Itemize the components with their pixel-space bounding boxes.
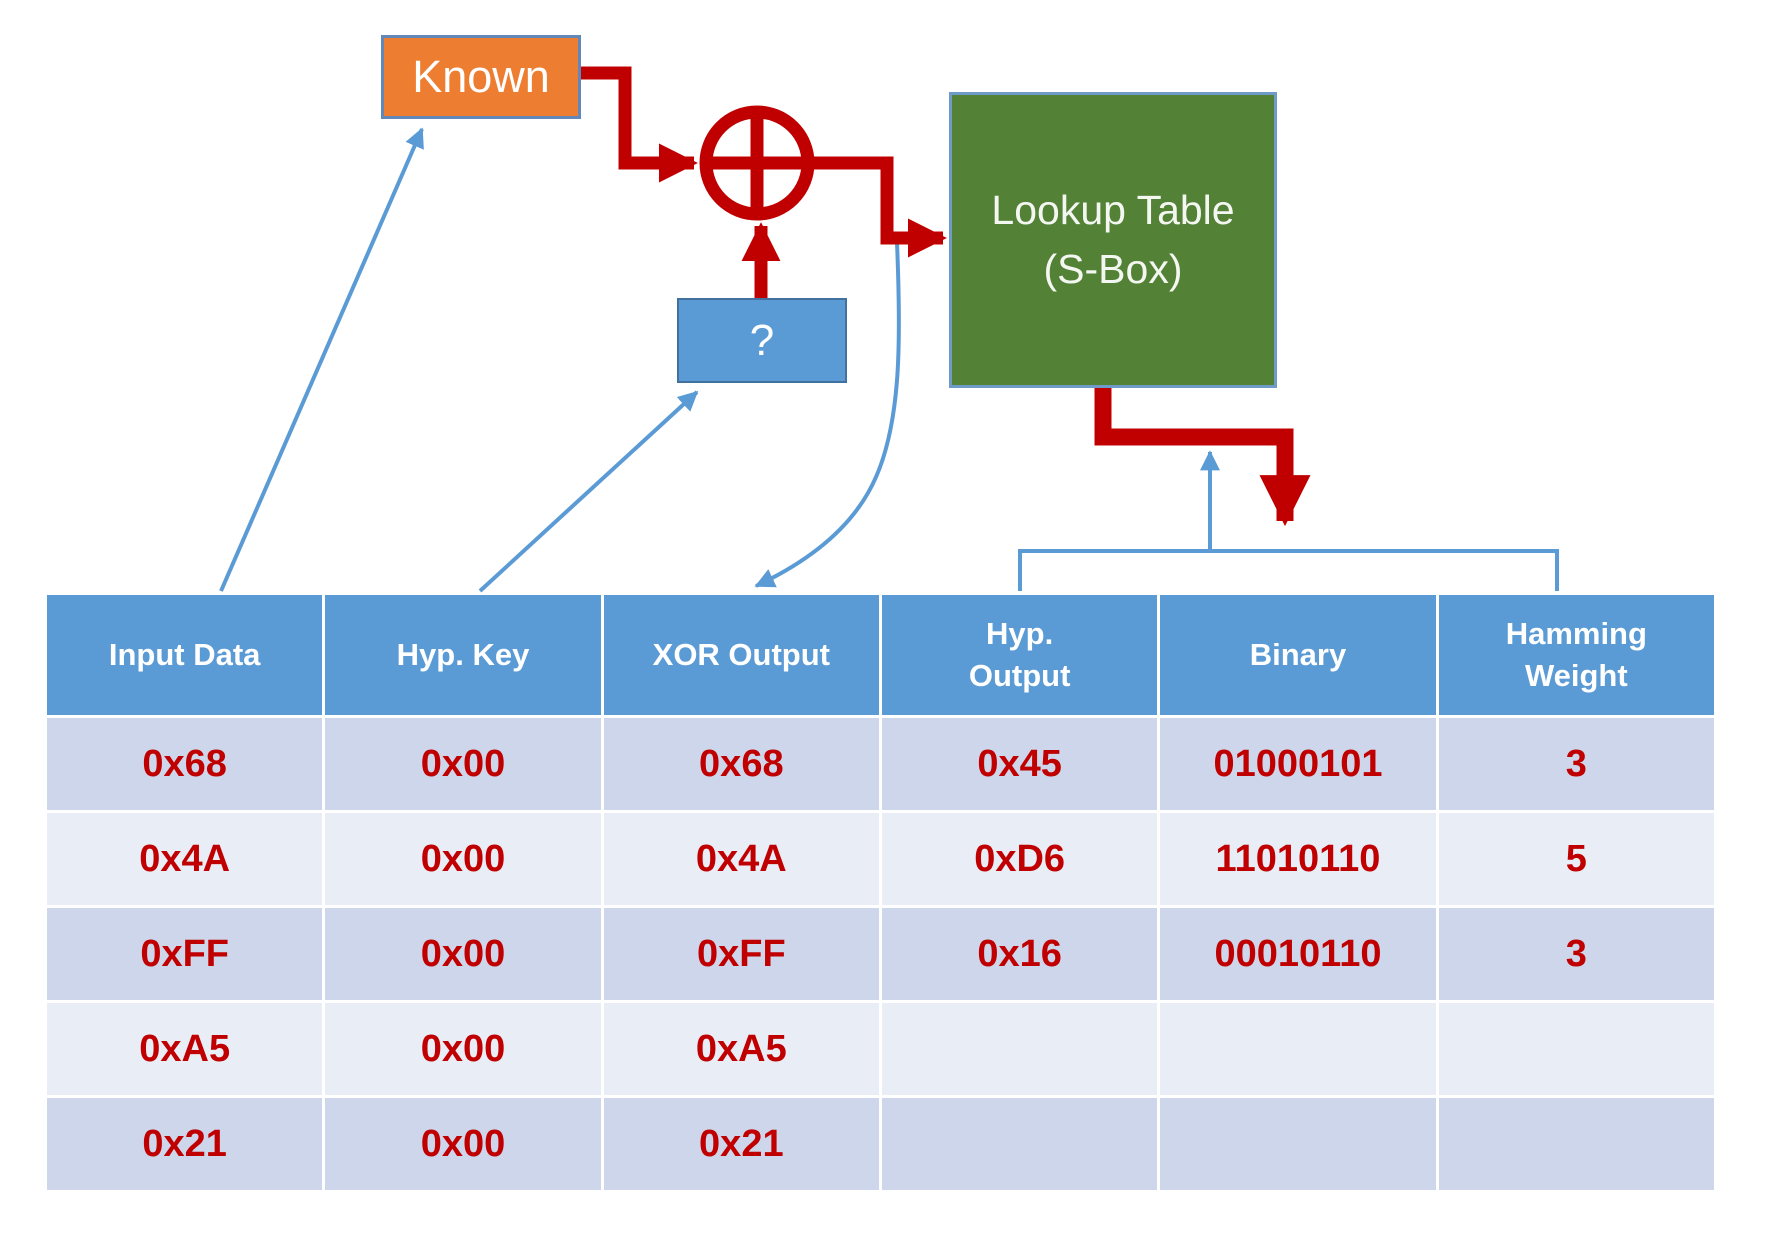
blue-arrow-sboxinput-to-xoroutput bbox=[754, 242, 901, 588]
table-cell: 0x00 bbox=[325, 908, 601, 1000]
column-header: Binary bbox=[1160, 595, 1436, 715]
table-cell: 5 bbox=[1438, 813, 1714, 905]
xor-symbol bbox=[699, 105, 815, 221]
table-cell bbox=[1438, 1098, 1714, 1190]
table-cell: 0xA5 bbox=[47, 1003, 323, 1095]
table-cell: 3 bbox=[1438, 908, 1714, 1000]
table-cell: 00010110 bbox=[1160, 908, 1436, 1000]
table-cell: 0xFF bbox=[603, 908, 879, 1000]
known-box: Known bbox=[381, 35, 581, 119]
table-cell: 0x45 bbox=[881, 718, 1158, 810]
table-cell bbox=[881, 1003, 1158, 1095]
sbox-label-line2: (S-Box) bbox=[1043, 246, 1183, 292]
blue-bracket-output-columns bbox=[1018, 549, 1559, 591]
sbox-label-line1: Lookup Table bbox=[991, 186, 1235, 233]
red-arrow-sbox-to-table bbox=[1094, 385, 1311, 527]
column-header: Hamming Weight bbox=[1438, 595, 1714, 715]
unknown-key-box: ? bbox=[677, 298, 847, 383]
table-cell bbox=[1160, 1098, 1436, 1190]
table-cell: 0x16 bbox=[881, 908, 1158, 1000]
blue-arrow-hypkey-to-unknown bbox=[478, 390, 699, 593]
column-header: XOR Output bbox=[603, 595, 879, 715]
table-cell bbox=[881, 1098, 1158, 1190]
table-cell: 0x68 bbox=[47, 718, 323, 810]
table-cell: 0x21 bbox=[603, 1098, 879, 1190]
table-cell: 0xFF bbox=[47, 908, 323, 1000]
red-arrow-known-to-xor bbox=[581, 66, 698, 183]
table-cell: 0xD6 bbox=[881, 813, 1158, 905]
table-cell: 0x00 bbox=[325, 1098, 601, 1190]
table-cell: 3 bbox=[1438, 718, 1714, 810]
table-cell: 01000101 bbox=[1160, 718, 1436, 810]
table-cell: 0x68 bbox=[603, 718, 879, 810]
table-cell: 0x00 bbox=[325, 718, 601, 810]
table-cell: 0x4A bbox=[47, 813, 323, 905]
sbox-box: Lookup Table (S-Box) bbox=[949, 92, 1277, 388]
table-cell: 0x4A bbox=[603, 813, 879, 905]
column-header: Input Data bbox=[47, 595, 323, 715]
table-cell: 0x00 bbox=[325, 1003, 601, 1095]
table-cell: 0xA5 bbox=[603, 1003, 879, 1095]
table-cell: 0x21 bbox=[47, 1098, 323, 1190]
column-header: Hyp. Output bbox=[881, 595, 1158, 715]
table-cell: 11010110 bbox=[1160, 813, 1436, 905]
table-cell bbox=[1160, 1003, 1436, 1095]
table-cell: 0x00 bbox=[325, 813, 601, 905]
blue-arrow-inputdata-to-known bbox=[219, 127, 424, 592]
table-cell bbox=[1438, 1003, 1714, 1095]
unknown-key-label: ? bbox=[749, 315, 775, 365]
column-header: Hyp. Key bbox=[325, 595, 601, 715]
red-arrow-xor-to-sbox bbox=[808, 156, 947, 258]
known-label: Known bbox=[412, 51, 550, 102]
